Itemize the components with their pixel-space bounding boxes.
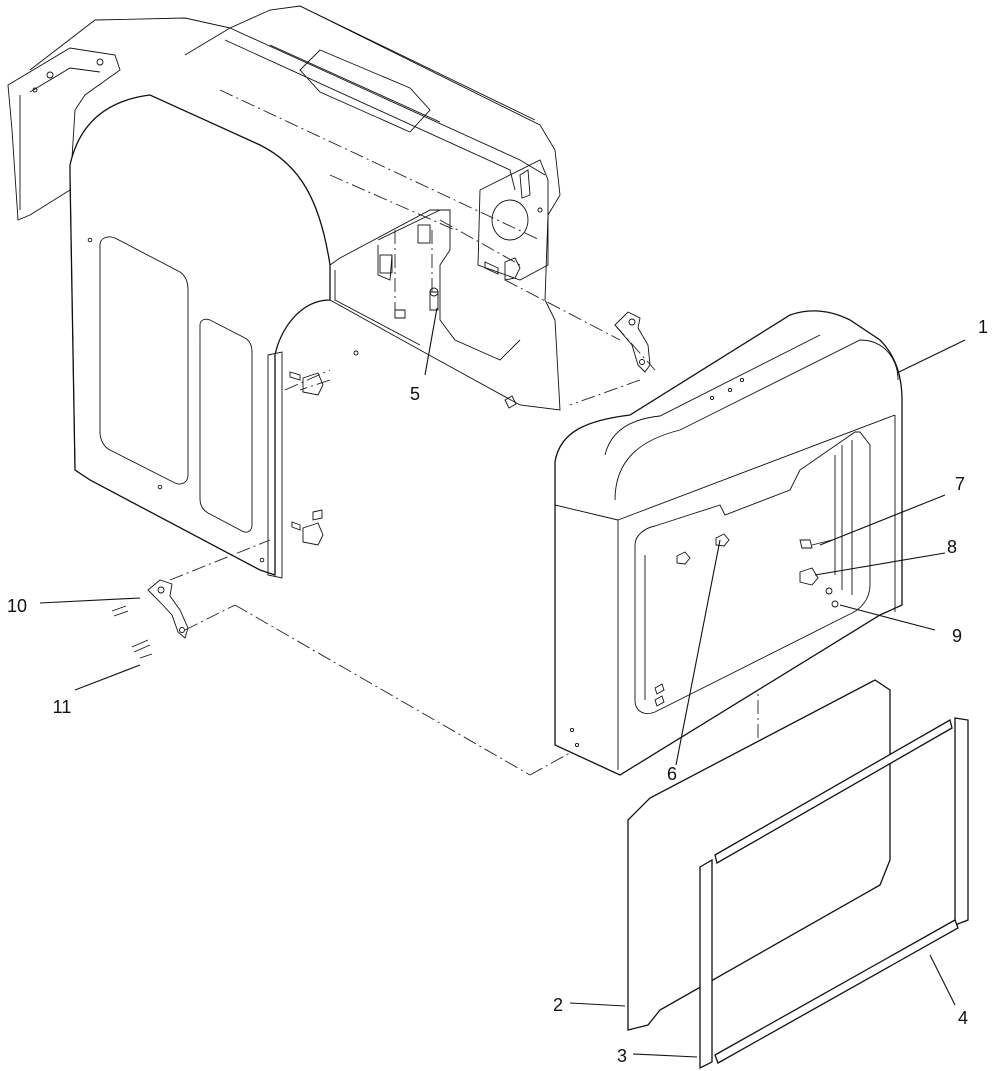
callout-2: 2 — [553, 995, 563, 1015]
callout-9: 9 — [952, 626, 962, 646]
callout-labels: 1 2 3 4 5 6 7 8 9 10 11 — [7, 317, 988, 1066]
callout-11: 11 — [53, 697, 72, 717]
glass-panel — [627, 679, 891, 1031]
callout-8: 8 — [947, 537, 957, 557]
left-side-panel — [69, 94, 331, 579]
seal-gasket — [699, 717, 969, 1070]
callout-5: 5 — [410, 384, 420, 404]
callout-leaders — [39, 307, 966, 1058]
callout-3: 3 — [617, 1046, 627, 1066]
upper-latch — [614, 311, 651, 373]
lower-latch — [111, 579, 189, 659]
callout-1: 1 — [978, 317, 988, 337]
cab-frame — [7, 5, 561, 411]
callout-7: 7 — [955, 474, 965, 494]
callout-10: 10 — [7, 596, 27, 616]
door-frame — [554, 310, 903, 776]
callout-6: 6 — [667, 764, 677, 784]
callout-4: 4 — [958, 1008, 968, 1028]
